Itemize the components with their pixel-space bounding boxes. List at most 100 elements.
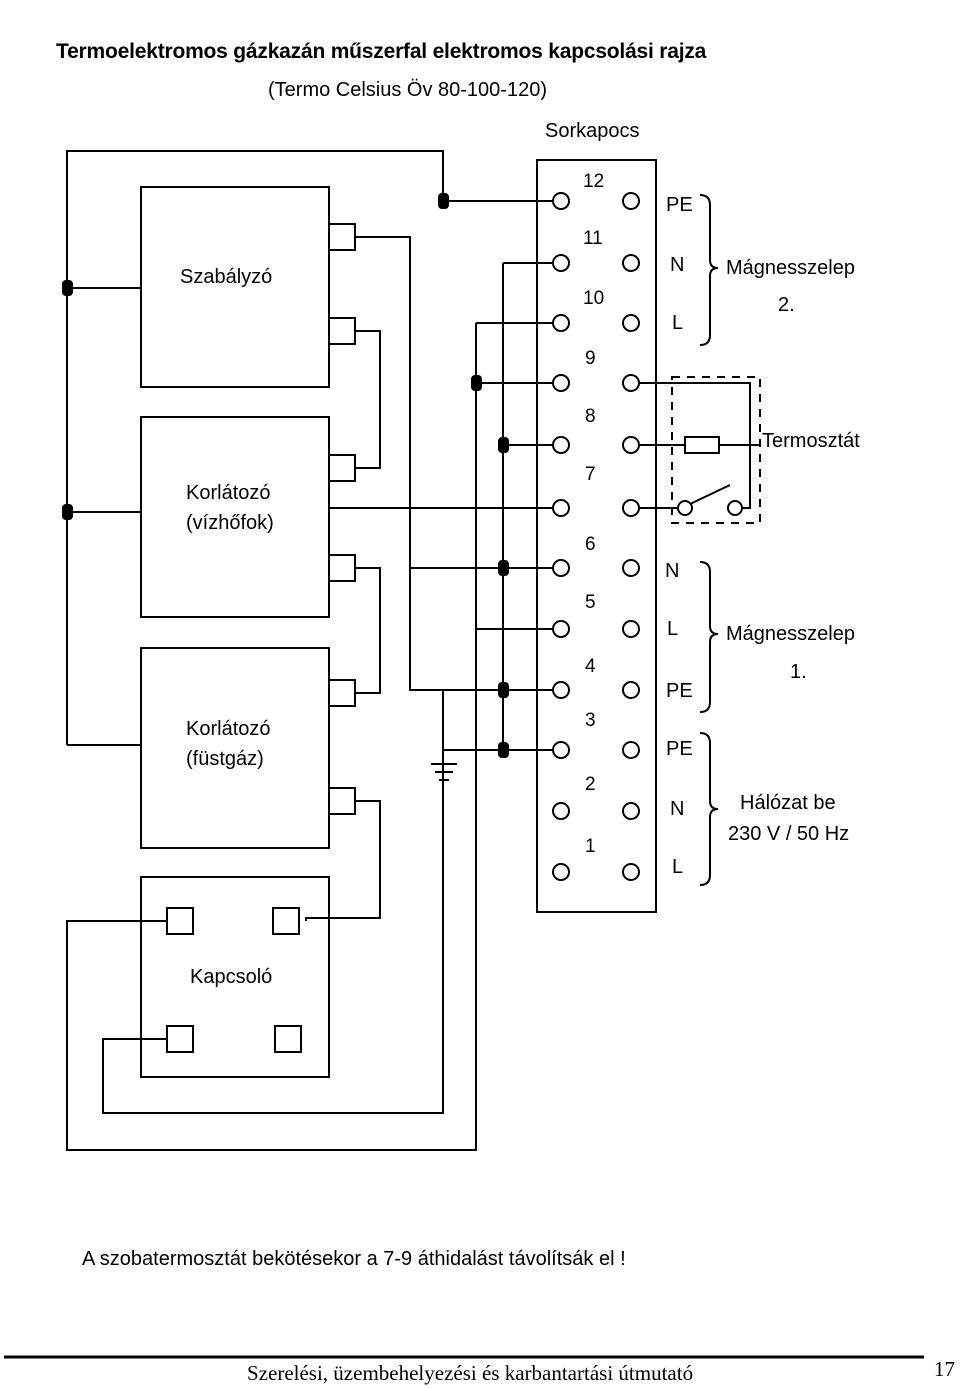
mains-label: Hálózat be <box>740 792 836 814</box>
terminal-screw-left <box>552 499 570 517</box>
terminal-number-9: 9 <box>585 348 596 369</box>
valve1-number: 1. <box>790 661 807 683</box>
terminal-screw-right <box>622 374 640 392</box>
thermostat-enclosure <box>671 376 761 524</box>
valve2-pin-l: L <box>672 312 684 334</box>
mains-pin-pe: PE <box>666 738 693 760</box>
thermostat-wire-9 <box>639 382 751 445</box>
terminal-number-10: 10 <box>583 288 605 309</box>
flue-limiter-sublabel: (füstgáz) <box>186 748 264 770</box>
thermostat-switch-contact-left <box>677 500 693 516</box>
terminal-number-12: 12 <box>583 171 605 192</box>
terminal-screw-left <box>552 559 570 577</box>
flue-limiter-label: Korlátozó <box>186 718 271 740</box>
terminal-number-4: 4 <box>585 656 596 677</box>
thermostat-label: Termosztát <box>762 430 860 452</box>
terminal-number-2: 2 <box>585 774 596 795</box>
water-limiter-label: Korlátozó <box>186 482 271 504</box>
regulator-label: Szabályzó <box>180 266 273 288</box>
terminal-screw-left <box>552 314 570 332</box>
terminal-screw-left <box>552 254 570 272</box>
terminal-number-7: 7 <box>585 464 596 485</box>
switch-contact-bottom-left <box>166 1025 194 1053</box>
terminal-screw-right <box>622 620 640 638</box>
terminal-screw-right <box>622 254 640 272</box>
junction-dot <box>498 742 509 758</box>
diagram-subtitle: (Termo Celsius Öv 80-100-120) <box>268 79 547 101</box>
flue-limiter-box <box>140 647 330 849</box>
terminal-screw-right <box>622 314 640 332</box>
page-number: 17 <box>934 1357 955 1381</box>
thermostat-switch-contact-right <box>727 500 743 516</box>
thermostat-switch-wire <box>742 445 751 509</box>
regulator-contact-bottom <box>328 317 356 345</box>
valve2-pin-pe: PE <box>666 194 693 216</box>
regulator-to-water-limiter-wire <box>355 330 381 469</box>
thermostat-switch-lever <box>689 484 731 505</box>
regulator-box <box>140 186 330 388</box>
valve1-pin-pe: PE <box>666 680 693 702</box>
water-to-flue-limiter-wire <box>355 567 381 694</box>
valve2-brace <box>699 194 719 346</box>
terminal-screw-right <box>622 192 640 210</box>
junction-dot <box>498 682 509 698</box>
rail-terminal-10-to-5-wire <box>475 323 553 630</box>
switch-contact-bottom-right <box>274 1025 302 1053</box>
mains-voltage-label: 230 V / 50 Hz <box>728 823 850 845</box>
terminal-screw-left <box>552 436 570 454</box>
mains-brace <box>699 732 719 886</box>
water-limiter-box <box>140 416 330 618</box>
mains-pin-l: L <box>672 856 684 878</box>
valve1-label: Mágnesszelep <box>726 623 855 645</box>
terminal-screw-right <box>622 499 640 517</box>
terminal-number-11: 11 <box>583 228 603 249</box>
terminal-screw-right <box>622 802 640 820</box>
valve2-pin-n: N <box>670 254 685 276</box>
thermostat-bridge-note: A szobatermosztát bekötésekor a 7-9 áthi… <box>82 1248 626 1270</box>
regulator-contact-top <box>328 223 356 251</box>
flue-limiter-to-switch-wire <box>305 800 381 921</box>
terminal-screw-left <box>552 374 570 392</box>
terminal-number-6: 6 <box>585 534 596 555</box>
terminal-screw-right <box>622 559 640 577</box>
terminal-screw-left <box>552 620 570 638</box>
terminal-screw-left <box>552 192 570 210</box>
terminal-screw-right <box>622 436 640 454</box>
switch-label: Kapcsoló <box>190 966 273 988</box>
valve1-pin-l: L <box>667 618 679 640</box>
terminal-number-8: 8 <box>585 406 596 427</box>
terminal-screw-left <box>552 741 570 759</box>
junction-dot <box>438 193 449 209</box>
switch-contact-top-right <box>272 907 300 935</box>
valve2-number: 2. <box>778 294 795 316</box>
common-bus-wire <box>66 150 553 745</box>
terminal-screw-right <box>622 863 640 881</box>
terminal-screw-left <box>552 802 570 820</box>
footer-text: Szerelési, üzembehelyezési és karbantart… <box>247 1361 694 1385</box>
terminal-screw-right <box>622 741 640 759</box>
terminal-screw-left <box>552 681 570 699</box>
switch-feed-wire <box>66 383 477 1151</box>
switch-return-wire <box>102 690 444 1114</box>
diagram-title: Termoelektromos gázkazán műszerfal elekt… <box>56 40 707 63</box>
terminal-screw-left <box>552 863 570 881</box>
flue-limiter-contact-top <box>328 679 356 707</box>
mains-pin-n: N <box>670 798 685 820</box>
junction-dot <box>62 280 73 296</box>
water-limiter-sublabel: (vízhőfok) <box>186 512 274 534</box>
flue-limiter-contact-bottom <box>328 787 356 815</box>
junction-dot <box>471 375 482 391</box>
junction-dot <box>62 504 73 520</box>
switch-box <box>140 876 330 1078</box>
valve1-brace <box>699 561 719 713</box>
junction-dot <box>498 437 509 453</box>
terminal-number-1: 1 <box>585 836 596 857</box>
water-limiter-contact-top <box>328 454 356 482</box>
water-limiter-contact-bottom <box>328 554 356 582</box>
terminal-number-5: 5 <box>585 592 596 613</box>
valve1-pin-n: N <box>665 560 680 582</box>
regulator-to-terminal-4-wire <box>355 236 553 691</box>
terminal-screw-right <box>622 681 640 699</box>
terminal-number-3: 3 <box>585 710 596 731</box>
